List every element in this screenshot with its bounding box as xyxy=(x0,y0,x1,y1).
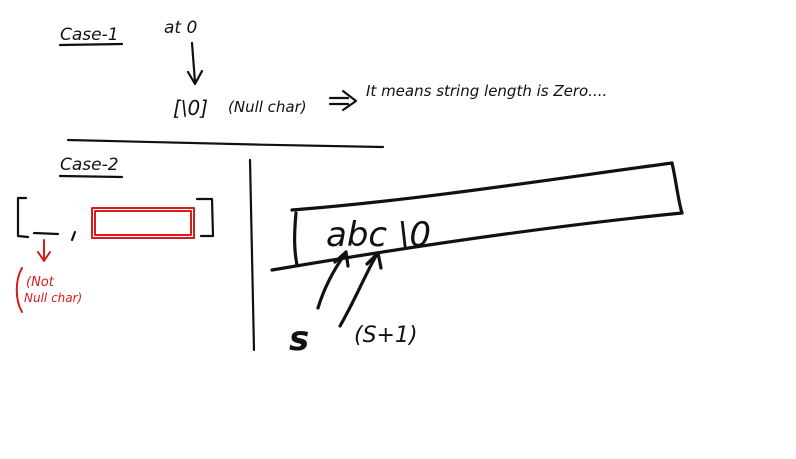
case2-heading: Case-2 xyxy=(60,155,119,175)
string-box-left xyxy=(293,211,299,267)
red-note-left-paren xyxy=(15,267,23,313)
pointer-s1-arrow xyxy=(338,254,378,328)
string-box-top xyxy=(290,161,674,212)
blank-slot-underline xyxy=(32,231,60,236)
filled-memory-box-inner xyxy=(94,210,192,236)
case1-meaning: It means string length is Zero.... xyxy=(366,82,607,100)
not-null-label-line1: (Not xyxy=(26,275,55,290)
section-divider xyxy=(66,138,385,149)
right-bracket xyxy=(195,197,215,238)
implies-arrow-lines xyxy=(328,96,350,106)
vertical-divider xyxy=(248,158,256,352)
left-bracket xyxy=(16,196,30,239)
pointer-s-arrow xyxy=(316,252,347,310)
case1-heading: Case-1 xyxy=(60,25,119,45)
pointer-s-label: s xyxy=(289,319,309,359)
red-arrow-head xyxy=(37,251,51,262)
case1-down-arrow-shaft xyxy=(190,41,197,84)
case1-null-label: (Null char) xyxy=(228,98,307,116)
implies-arrow-head xyxy=(341,89,358,112)
case1-heading-underline xyxy=(58,42,124,47)
case1-at-label: at 0 xyxy=(164,18,197,38)
comma-mark xyxy=(70,230,77,242)
string-chars: abc \0 xyxy=(326,215,431,255)
case1-null-symbol: [\0] xyxy=(173,96,208,120)
pointer-s-arrowhead xyxy=(333,250,350,268)
case2-heading-underline xyxy=(58,174,124,179)
string-box-right xyxy=(670,161,684,215)
pointer-s1-arrowhead xyxy=(365,251,383,270)
case1-down-arrow-head xyxy=(186,69,204,86)
filled-memory-box xyxy=(91,207,195,239)
string-box-bottom xyxy=(270,211,684,272)
not-null-label-line2: Null char) xyxy=(24,291,82,305)
pointer-s-plus-1-label: (S+1) xyxy=(354,323,418,348)
